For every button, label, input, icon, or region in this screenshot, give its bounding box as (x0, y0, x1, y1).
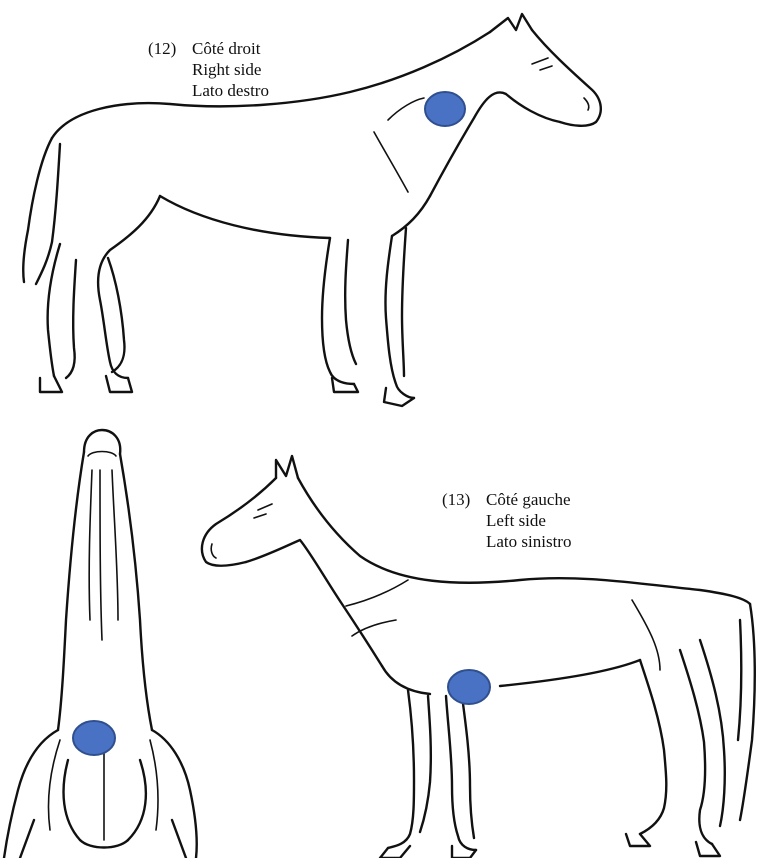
injection-site-marker-rear-view (73, 721, 115, 755)
figure-12-number: (12) (148, 38, 192, 59)
figure-12-label-italian: Lato destro (148, 80, 269, 101)
injection-site-marker-left-side (448, 670, 490, 704)
figure-13-number: (13) (442, 489, 486, 510)
figure-13-label-french: Côté gauche (486, 490, 571, 509)
figure-12-caption: (12)Côté droit Right side Lato destro (148, 38, 269, 101)
figure-13-caption: (13)Côté gauche Left side Lato sinistro (442, 489, 571, 552)
horse-rear-view-drawing (4, 430, 197, 858)
injection-site-marker-right-side (425, 92, 465, 126)
figure-13-label-italian: Lato sinistro (442, 531, 571, 552)
figure-12-label-french: Côté droit (192, 39, 260, 58)
figure-12-label-english: Right side (148, 59, 269, 80)
figure-13-label-english: Left side (442, 510, 571, 531)
horse-right-side-drawing (23, 14, 601, 406)
